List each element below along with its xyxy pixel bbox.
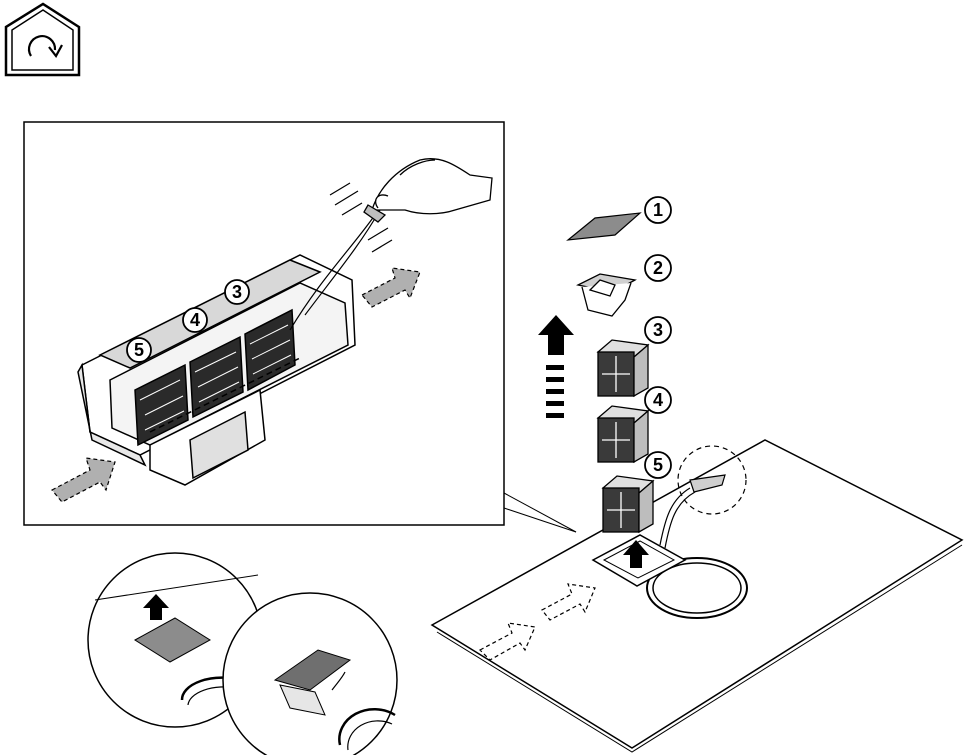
airflow-arrow [51,267,421,503]
zoom-circle-right [222,592,398,755]
svg-text:4: 4 [190,310,200,330]
exploded-parts: 1 2 3 4 5 [538,196,672,534]
callout-4: 4 [644,386,672,414]
part-2-cup [576,273,637,317]
pull-string [289,209,381,331]
motion-lines [329,182,393,253]
callout-4-detail: 4 [182,307,208,333]
callout-3: 3 [644,316,672,344]
svg-text:2: 2 [653,258,663,278]
zoom-circle-left [87,552,263,728]
svg-text:3: 3 [653,320,663,340]
house-refresh-icon [4,2,81,77]
svg-text:5: 5 [134,340,144,360]
lift-arrow [538,315,574,418]
filter-cartridges [134,308,296,447]
detail-frame: 5 4 3 [23,121,577,533]
part-5-filter [601,475,655,534]
hand-pulling [363,158,493,223]
panel-direction-arrows [479,583,596,661]
part-1-pad [566,212,642,241]
filter-housing [77,254,356,486]
insert-arrow [623,540,649,568]
callout-1: 1 [644,196,672,224]
detail-callouts: 5 4 3 [126,279,250,363]
svg-text:4: 4 [653,390,663,410]
callout-5-detail: 5 [126,337,152,363]
svg-text:5: 5 [653,455,663,475]
callout-5: 5 [644,451,672,479]
svg-text:1: 1 [653,200,663,220]
part-3-filter [596,339,650,398]
callout-3-detail: 3 [224,279,250,305]
filter-cable [659,445,747,549]
callout-2: 2 [644,254,672,282]
part-4-filter [596,405,650,464]
hood-panel [430,439,964,753]
svg-text:3: 3 [232,282,242,302]
